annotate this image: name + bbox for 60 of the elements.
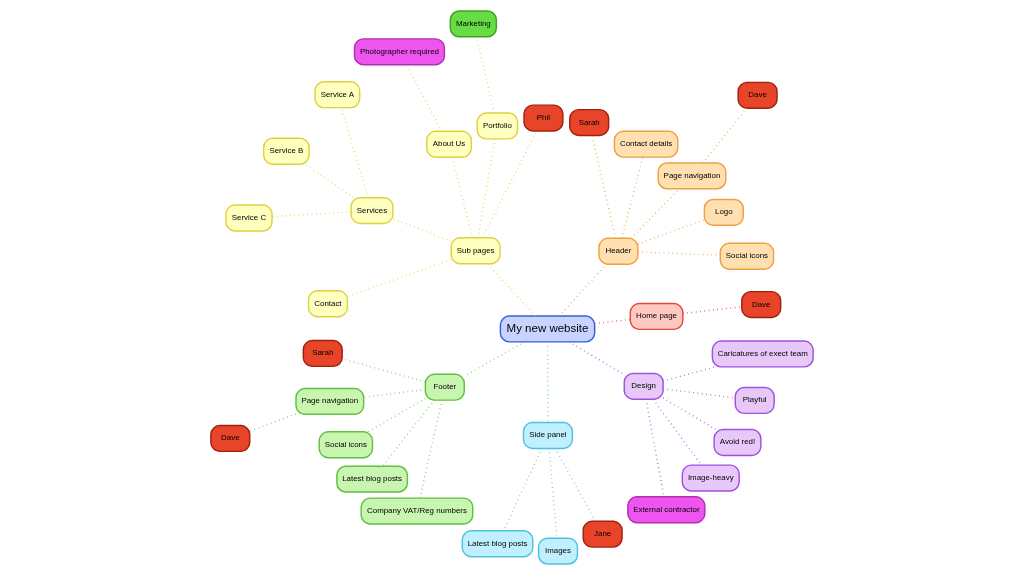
node-box: Playful: [734, 386, 775, 415]
connector: [249, 413, 297, 432]
connector: [662, 366, 716, 382]
connector: [481, 130, 538, 239]
node-box: Dave: [741, 290, 782, 319]
connector: [652, 398, 702, 466]
node-box: Service B: [263, 137, 310, 165]
node-box: My new website: [499, 315, 596, 343]
connector: [340, 107, 369, 199]
connector: [477, 138, 496, 239]
node-box: Social icons: [318, 431, 374, 459]
connector: [662, 388, 736, 399]
node-box: Services: [350, 196, 394, 225]
connector: [682, 306, 743, 315]
connector: [546, 341, 549, 423]
node-box: Sarah: [302, 339, 343, 368]
node-box: Images: [537, 537, 579, 565]
connector: [419, 399, 443, 499]
node-box: Dave: [210, 424, 251, 453]
node-box: Side panel: [522, 421, 574, 450]
connector: [558, 263, 608, 317]
connector: [451, 156, 474, 239]
node-box: Portfolio: [476, 112, 519, 140]
connector: [621, 156, 644, 239]
node-box: Sarah: [569, 108, 610, 137]
node-box: Home page: [629, 302, 684, 331]
connector: [554, 447, 597, 522]
node-box: Footer: [424, 373, 465, 401]
node-box: Header: [598, 237, 639, 265]
node-box: External contractor: [627, 496, 706, 524]
node-box: Photographer required: [353, 38, 446, 66]
node-box: Latest blog posts: [336, 465, 409, 493]
node-box: Dave: [737, 81, 778, 110]
node-box: Design: [623, 372, 664, 401]
node-box: Contact details: [613, 130, 679, 158]
connector: [486, 263, 537, 317]
connector: [392, 218, 452, 242]
connector: [662, 397, 717, 431]
node-box: Jane: [582, 520, 623, 548]
node-box: Page navigation: [295, 387, 365, 416]
node-box: Latest blog posts: [461, 530, 534, 558]
node-box: Avoid red!: [713, 428, 762, 457]
node-box: Contact: [307, 290, 349, 318]
connector: [568, 341, 625, 376]
connector: [630, 188, 681, 239]
node-box: Page navigation: [657, 162, 727, 190]
node-box: Phil: [523, 104, 564, 132]
node-box: Company VAT/Reg numbers: [360, 497, 474, 525]
node-box: Sub pages: [450, 237, 501, 265]
node-box: Service A: [314, 81, 361, 109]
node-box: Social icons: [719, 242, 775, 270]
node-box: Marketing: [449, 10, 498, 38]
node-box: Service C: [225, 204, 273, 232]
connector: [304, 163, 354, 199]
node-box: Logo: [703, 198, 744, 227]
connector: [702, 107, 748, 164]
connector: [637, 218, 706, 245]
node-box: Caricatures of exect team: [711, 340, 814, 368]
node-box: About Us: [426, 130, 473, 158]
node-box: Image-heavy: [681, 464, 740, 492]
